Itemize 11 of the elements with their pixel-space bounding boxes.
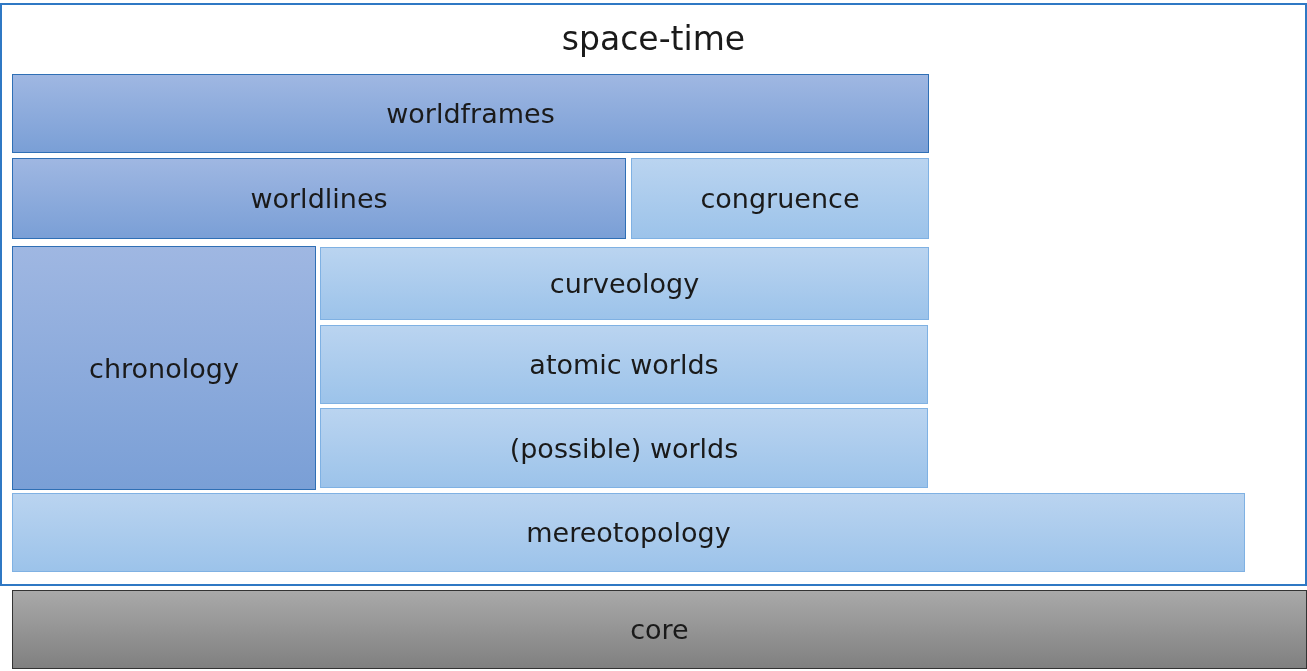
- panel-title: space-time: [560, 19, 747, 58]
- layer-block: worldlines: [12, 158, 626, 239]
- layer-block: (possible) worlds: [320, 408, 928, 488]
- base-layer-block: core: [12, 590, 1307, 669]
- layer-block: congruence: [631, 158, 929, 239]
- layer-block: mereotopology: [12, 493, 1245, 572]
- layer-block: atomic worlds: [320, 325, 928, 404]
- layer-block: chronology: [12, 246, 316, 490]
- layer-block: worldframes: [12, 74, 929, 153]
- container-panel: [0, 3, 1307, 586]
- layer-block: curveology: [320, 247, 929, 320]
